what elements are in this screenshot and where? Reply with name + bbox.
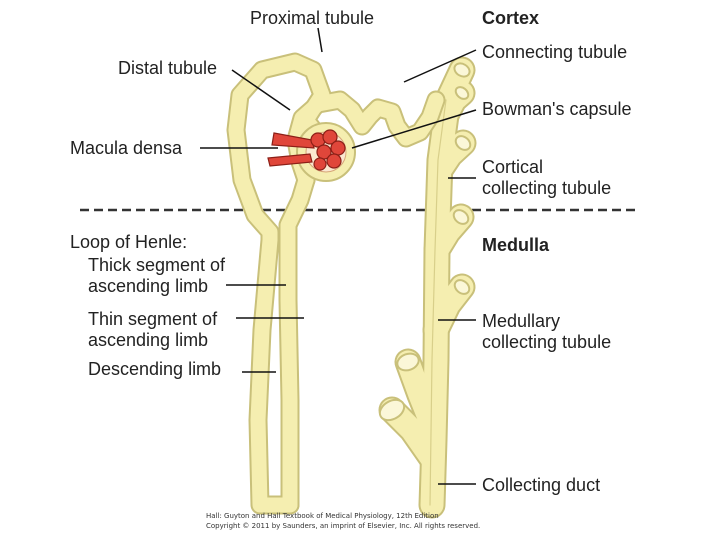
label-thin-segment-line1: Thin segment of: [88, 309, 218, 329]
credit-line-1: Hall: Guyton and Hall Textbook of Medica…: [206, 512, 439, 520]
glomerulus: [267, 129, 346, 171]
label-cortical-collecting-tubule-line2: collecting tubule: [482, 178, 612, 198]
nephron-tubule: [226, 52, 446, 515]
label-thin-segment-line2: ascending limb: [88, 330, 209, 350]
label-macula-densa: Macula densa: [70, 138, 183, 158]
label-cortex: Cortex: [482, 8, 540, 28]
label-connecting-tubule: Connecting tubule: [482, 42, 628, 62]
label-cortical-collecting-tubule-line1: Cortical: [482, 157, 544, 177]
label-descending-limb: Descending limb: [88, 359, 222, 379]
label-medulla: Medulla: [482, 235, 550, 255]
label-collecting-duct: Collecting duct: [482, 475, 601, 495]
duct-openings: [378, 62, 472, 422]
label-medullary-collecting-tubule-line1: Medullary: [482, 311, 561, 331]
label-thick-segment-line2: ascending limb: [88, 276, 209, 296]
label-proximal-tubule: Proximal tubule: [250, 8, 375, 28]
label-thick-segment-line1: Thick segment of: [88, 255, 226, 275]
label-loop-of-henle: Loop of Henle:: [70, 232, 188, 252]
leader-lines: [200, 27, 477, 485]
credit-line-2: Copyright © 2011 by Saunders, an imprint…: [206, 522, 481, 530]
label-medullary-collecting-tubule-line2: collecting tubule: [482, 332, 612, 352]
label-distal-tubule: Distal tubule: [118, 58, 218, 78]
label-bowmans-capsule: Bowman's capsule: [482, 99, 632, 119]
